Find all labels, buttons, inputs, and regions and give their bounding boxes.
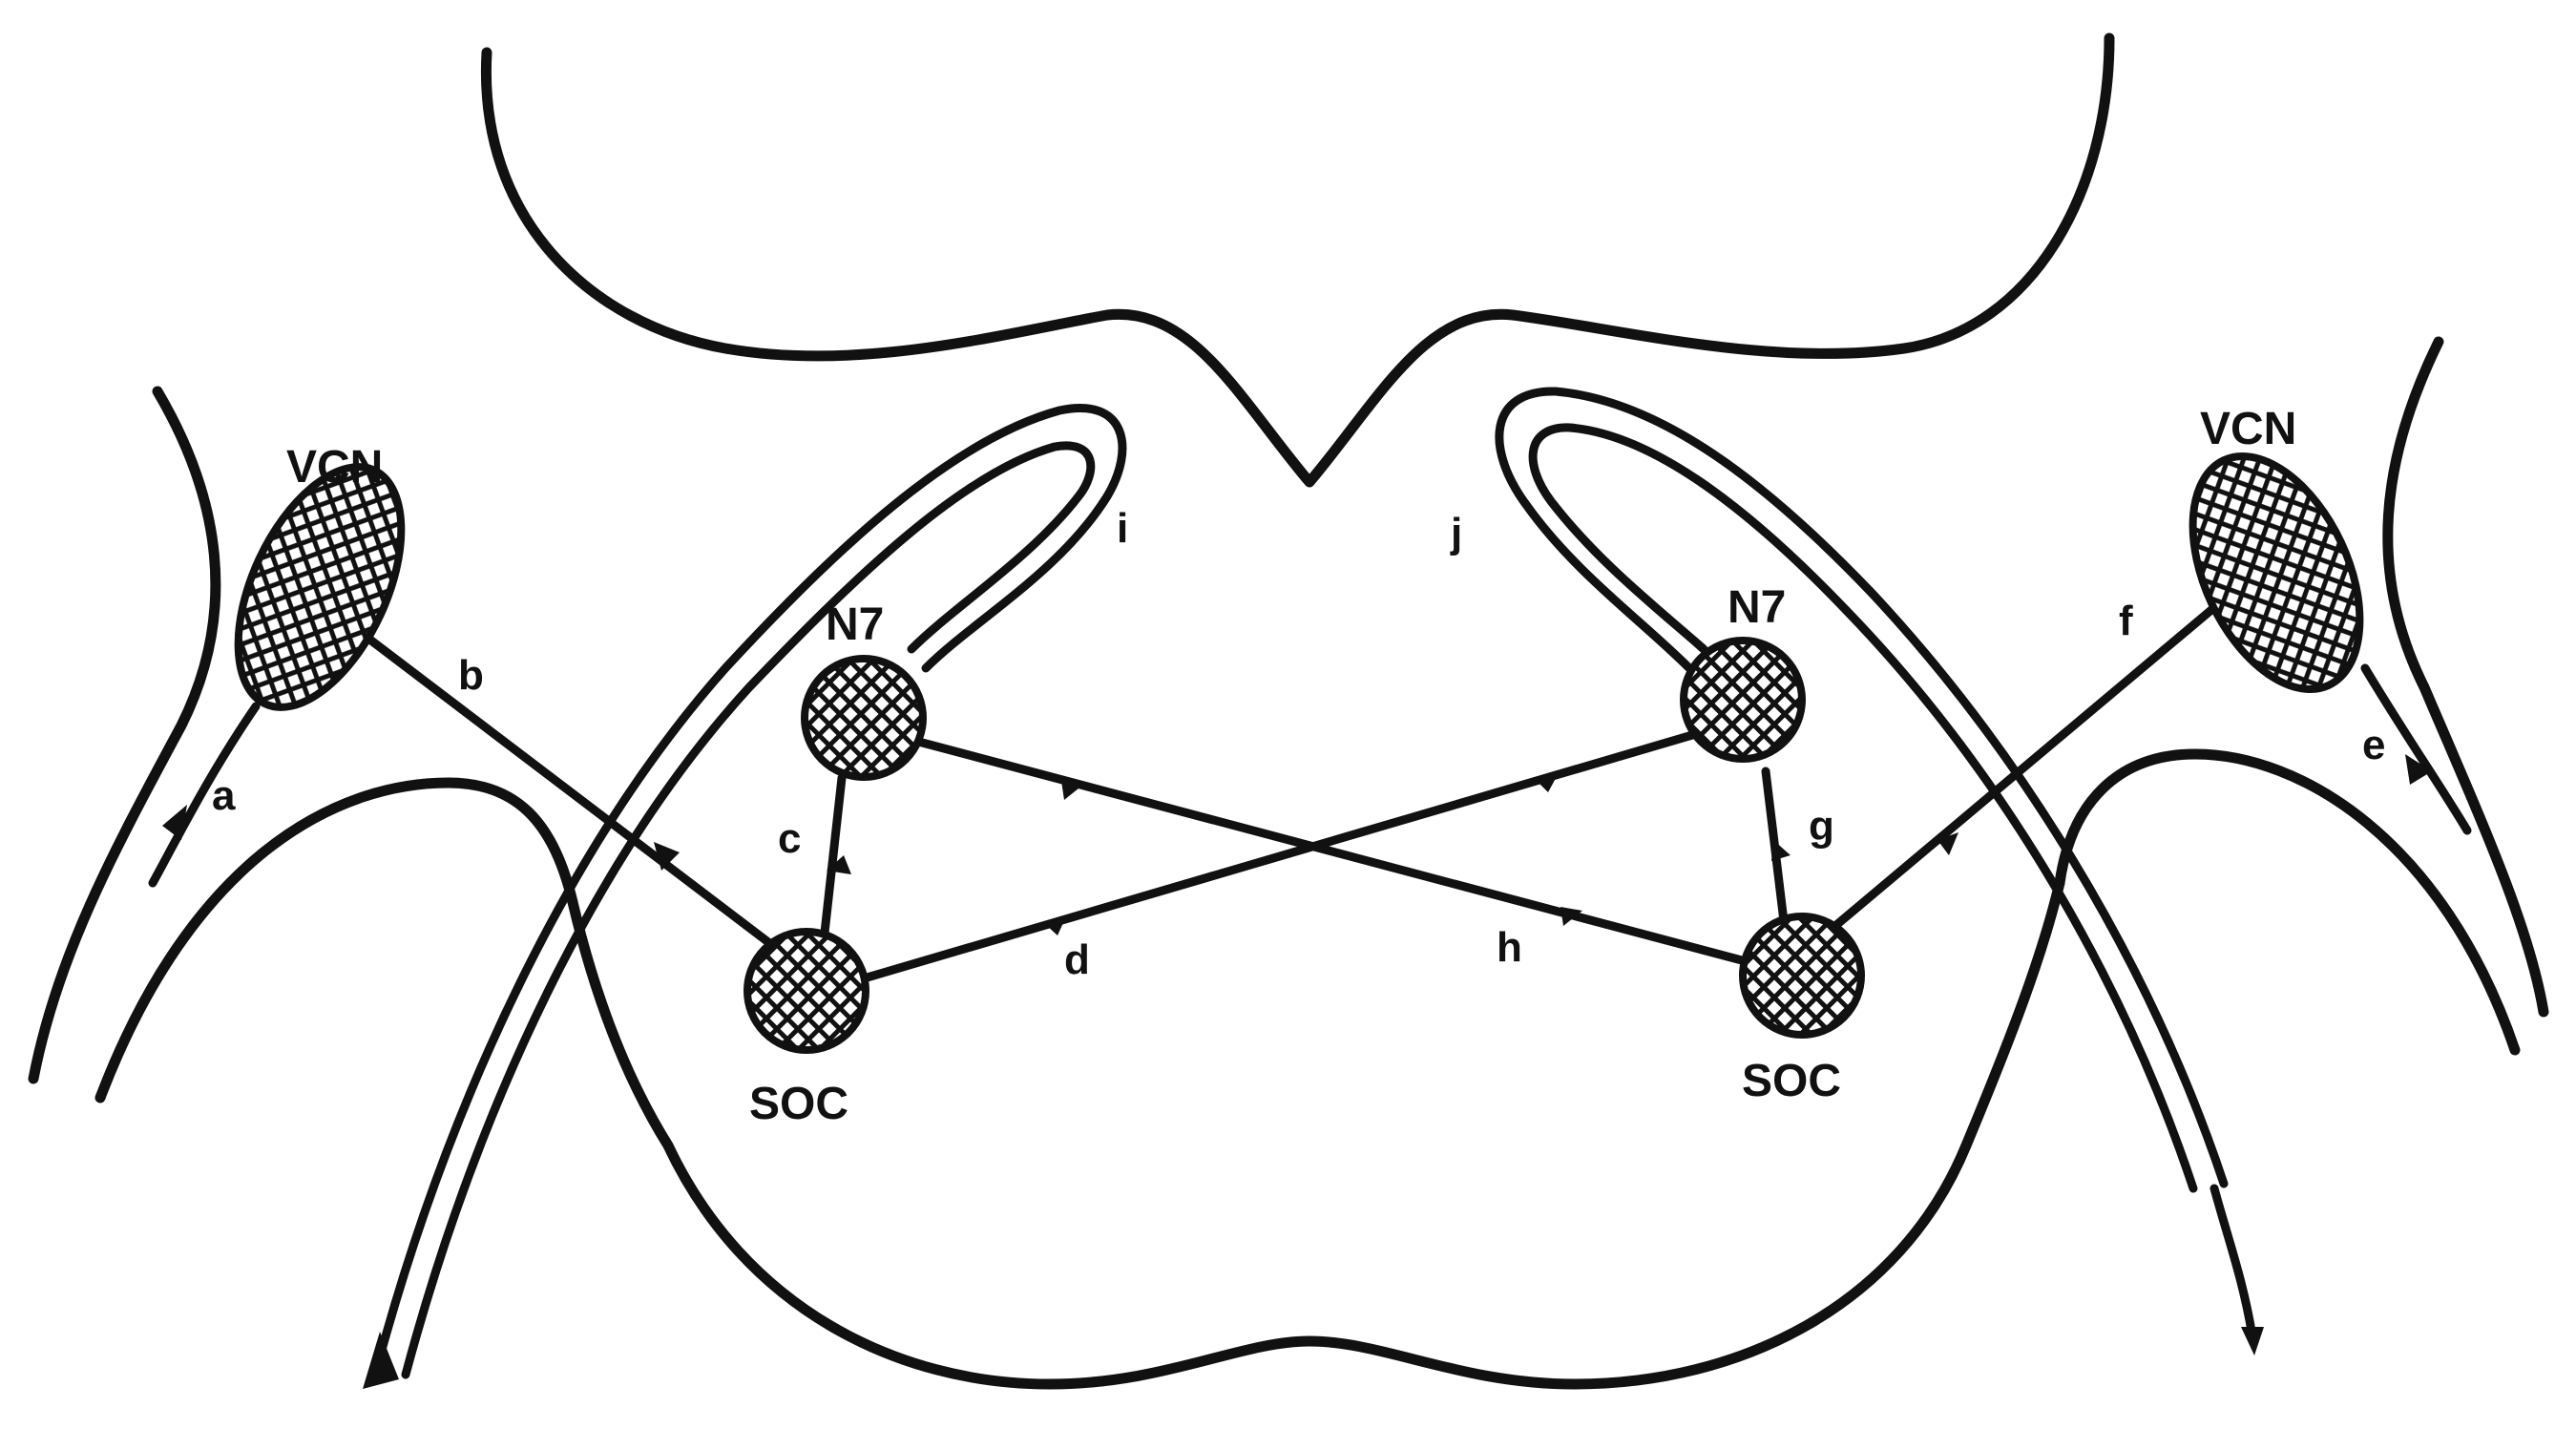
tract-j-descending-fiber	[2214, 1188, 2252, 1336]
tract-i-inner	[406, 446, 1091, 1375]
label-a: a	[212, 772, 236, 819]
label-vcn-right: VCN	[2200, 404, 2296, 454]
arrow-i-descending	[363, 1332, 399, 1389]
upper-brainstem-outline	[486, 38, 2109, 482]
label-j: j	[1450, 510, 1462, 557]
label-b: b	[458, 652, 484, 699]
arrow-g	[1771, 840, 1791, 861]
left-nerve-fiber-a	[153, 706, 256, 883]
label-c: c	[778, 815, 801, 862]
tract-j-inner	[1533, 428, 2193, 1188]
fiber-d	[864, 733, 1699, 978]
label-i: i	[1117, 505, 1128, 552]
label-vcn-left: VCN	[286, 442, 383, 493]
n7-left-nucleus	[805, 659, 923, 777]
soc-right-nucleus	[1743, 916, 1861, 1035]
left-nerve-outer-boundary	[33, 391, 216, 1079]
right-nerve-outer-boundary	[2388, 342, 2544, 1012]
label-h: h	[1497, 924, 1522, 971]
label-d: d	[1064, 936, 1090, 983]
label-soc-left: SOC	[749, 1079, 848, 1129]
label-e: e	[2362, 722, 2385, 768]
n7-right-nucleus	[1684, 641, 1802, 759]
label-g: g	[1809, 803, 1834, 850]
tract-i-outer	[375, 408, 1122, 1375]
soc-left-nucleus	[747, 932, 866, 1050]
tract-j-outer	[1499, 391, 2224, 1184]
label-n7-left: N7	[826, 599, 884, 650]
label-f: f	[2119, 598, 2133, 644]
arrow-j-descending	[2241, 1327, 2264, 1355]
label-n7-right: N7	[1728, 582, 1786, 633]
vcn-right-nucleus	[2159, 430, 2394, 715]
label-soc-right: SOC	[1742, 1056, 1841, 1106]
